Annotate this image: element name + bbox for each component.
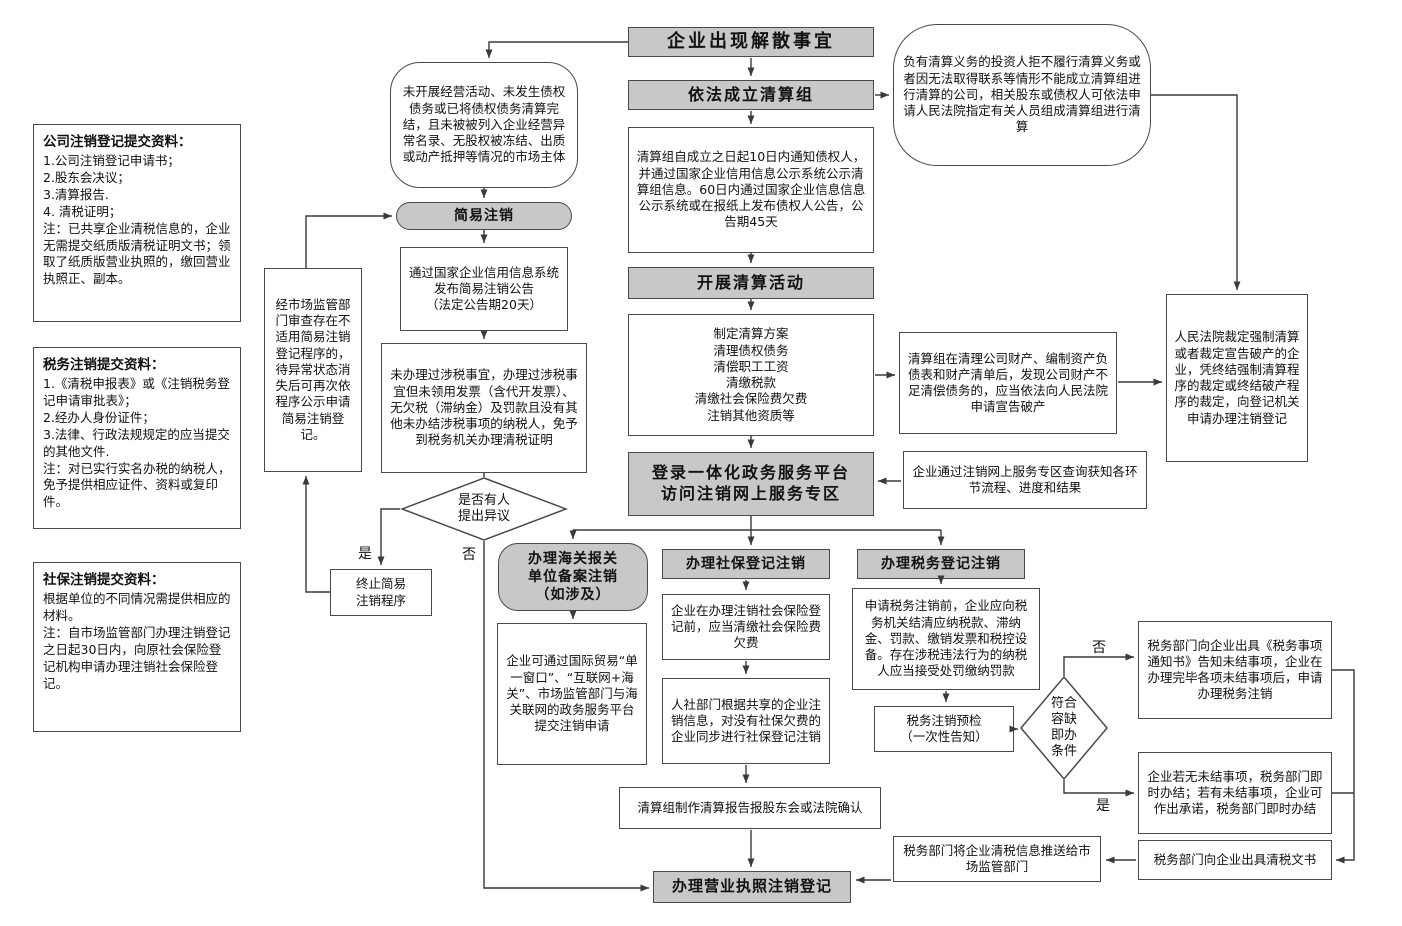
node-tax-notice: 税务部门向企业出具《税务事项通知书》告知未结事项，企业在办理完毕各项未结事项后，… [1138, 621, 1332, 719]
node-tax-clearance-document: 税务部门向企业出具清税文书 [1138, 840, 1332, 880]
node-simple-eligibility: 未开展经营活动、未发生债权债务或已将债权债务清算完结，且未被被列入企业经营异常名… [390, 62, 578, 188]
label-tolerance-no: 否 [1092, 640, 1106, 656]
node-market-review: 经市场监管部门审查存在不适用简易注销登记程序的，待异常状态消失后可再次依程序公示… [264, 268, 362, 472]
node-carry-out-liquidation: 开展清算活动 [628, 267, 874, 299]
node-liquidation-activities: 制定清算方案 清理债权债务 清偿职工工资 清缴税款 清缴社会保险费欠费 注销其他… [628, 314, 874, 436]
panel-company-materials-body: 1.公司注销登记申请书； 2.股东会决议； 3.清算报告. 4. 清税证明； 注… [43, 153, 231, 287]
panel-company-materials: 公司注销登记提交资料： 1.公司注销登记申请书； 2.股东会决议； 3.清算报告… [33, 124, 241, 322]
node-license-deregistration: 办理营业执照注销登记 [653, 871, 851, 903]
node-liquidation-report: 清算组制作清算报告报股东会或法院确认 [619, 787, 881, 829]
node-simple-deregistration: 简易注销 [396, 202, 572, 230]
node-tax-deregistration: 办理税务登记注销 [857, 549, 1025, 579]
panel-social-materials-title: 社保注销提交资料： [43, 572, 165, 588]
node-terminate-simple: 终止简易 注销程序 [330, 569, 432, 616]
node-tolerance-decision-text: 符合 容缺 即办 条件 [1050, 695, 1077, 760]
label-objection-yes: 是 [358, 546, 372, 562]
node-social-deregistration: 办理社保登记注销 [662, 549, 830, 579]
node-customs-deregistration: 办理海关报关 单位备案注销 （如涉及） [498, 543, 648, 611]
label-objection-no: 否 [462, 547, 476, 563]
label-tolerance-yes: 是 [1096, 798, 1110, 814]
node-tax-exemption: 未办理过涉税事宜，办理过涉税事宜但未领用发票（含代开发票）、无欠税（滞纳金）及罚… [381, 343, 587, 473]
objection-diamond-shape [400, 477, 568, 541]
tolerance-diamond-shape [1020, 676, 1108, 780]
node-form-liquidation-group: 依法成立清算组 [628, 80, 874, 110]
node-customs-detail: 企业可通过国际贸易“单一窗口”、“互联网+海关”、市场监管部门与海关联网的政务服… [497, 623, 647, 765]
panel-social-materials-body: 根据单位的不同情况需提供相应的材料。 注：自市场监管部门办理注销登记之日起30日… [43, 591, 231, 691]
node-objection-decision-text: 是否有人 提出异议 [457, 492, 510, 524]
panel-tax-materials-title: 税务注销提交资料： [43, 357, 165, 373]
node-online-platform: 登录一体化政务服务平台 访问注销网上服务专区 [628, 452, 874, 516]
node-bankruptcy-application: 清算组在清理公司财产、编制资产负债表和财产清单后，发现公司财产不足清偿债务的，应… [899, 332, 1117, 434]
panel-tax-materials-body: 1.《清税申报表》或《注销税务登记申请审批表》； 2.经办人身份证件； 3.法律… [43, 376, 231, 510]
panel-social-materials: 社保注销提交资料： 根据单位的不同情况需提供相应的材料。 注：自市场监管部门办理… [33, 562, 241, 732]
node-notify-creditors: 清算组自成立之日起10日内通知债权人，并通过国家企业信用信息公示系统公示清算组信… [628, 127, 874, 253]
node-tax-precheck: 税务注销预检 （一次性告知） [874, 706, 1014, 752]
node-simple-announcement: 通过国家企业信用信息系统发布简易注销公告 （法定公告期20天） [400, 247, 568, 331]
node-tax-commitment: 企业若无未结事项，税务部门即时办结；若有未结事项，企业可作出承诺，税务部门即时办… [1138, 752, 1332, 834]
node-tolerance-decision: 符合 容缺 即办 条件 [1020, 676, 1108, 780]
node-social-clear-fees: 企业在办理注销社会保险登记前，应当清缴社会保险费欠费 [662, 594, 830, 660]
node-court-appointed-group: 负有清算义务的投资人拒不履行清算义务或者因无法取得联系等情形不能成立清算组进行清… [893, 24, 1151, 166]
panel-company-materials-title: 公司注销登记提交资料： [43, 134, 192, 150]
node-tax-info-push: 税务部门将企业清税信息推送给市场监管部门 [893, 836, 1101, 882]
panel-tax-materials: 税务注销提交资料： 1.《清税申报表》或《注销税务登记申请审批表》； 2.经办人… [33, 347, 241, 529]
node-court-ruling: 人民法院裁定强制清算或者裁定宣告破产的企业，凭终结强制清算程序的裁定或终结破产程… [1166, 294, 1308, 462]
node-social-sync: 人社部门根据共享的企业注销信息，对没有社保欠费的企业同步进行社保登记注销 [662, 678, 830, 764]
node-objection-decision: 是否有人 提出异议 [400, 477, 568, 541]
node-online-query: 企业通过注销网上服务专区查询获知各环节流程、进度和结果 [903, 451, 1147, 509]
node-dissolution: 企业出现解散事宜 [628, 27, 874, 57]
node-tax-clear-dues: 申请税务注销前，企业应向税务机关结清应纳税款、滞纳金、罚款、缴销发票和税控设备。… [852, 588, 1040, 690]
